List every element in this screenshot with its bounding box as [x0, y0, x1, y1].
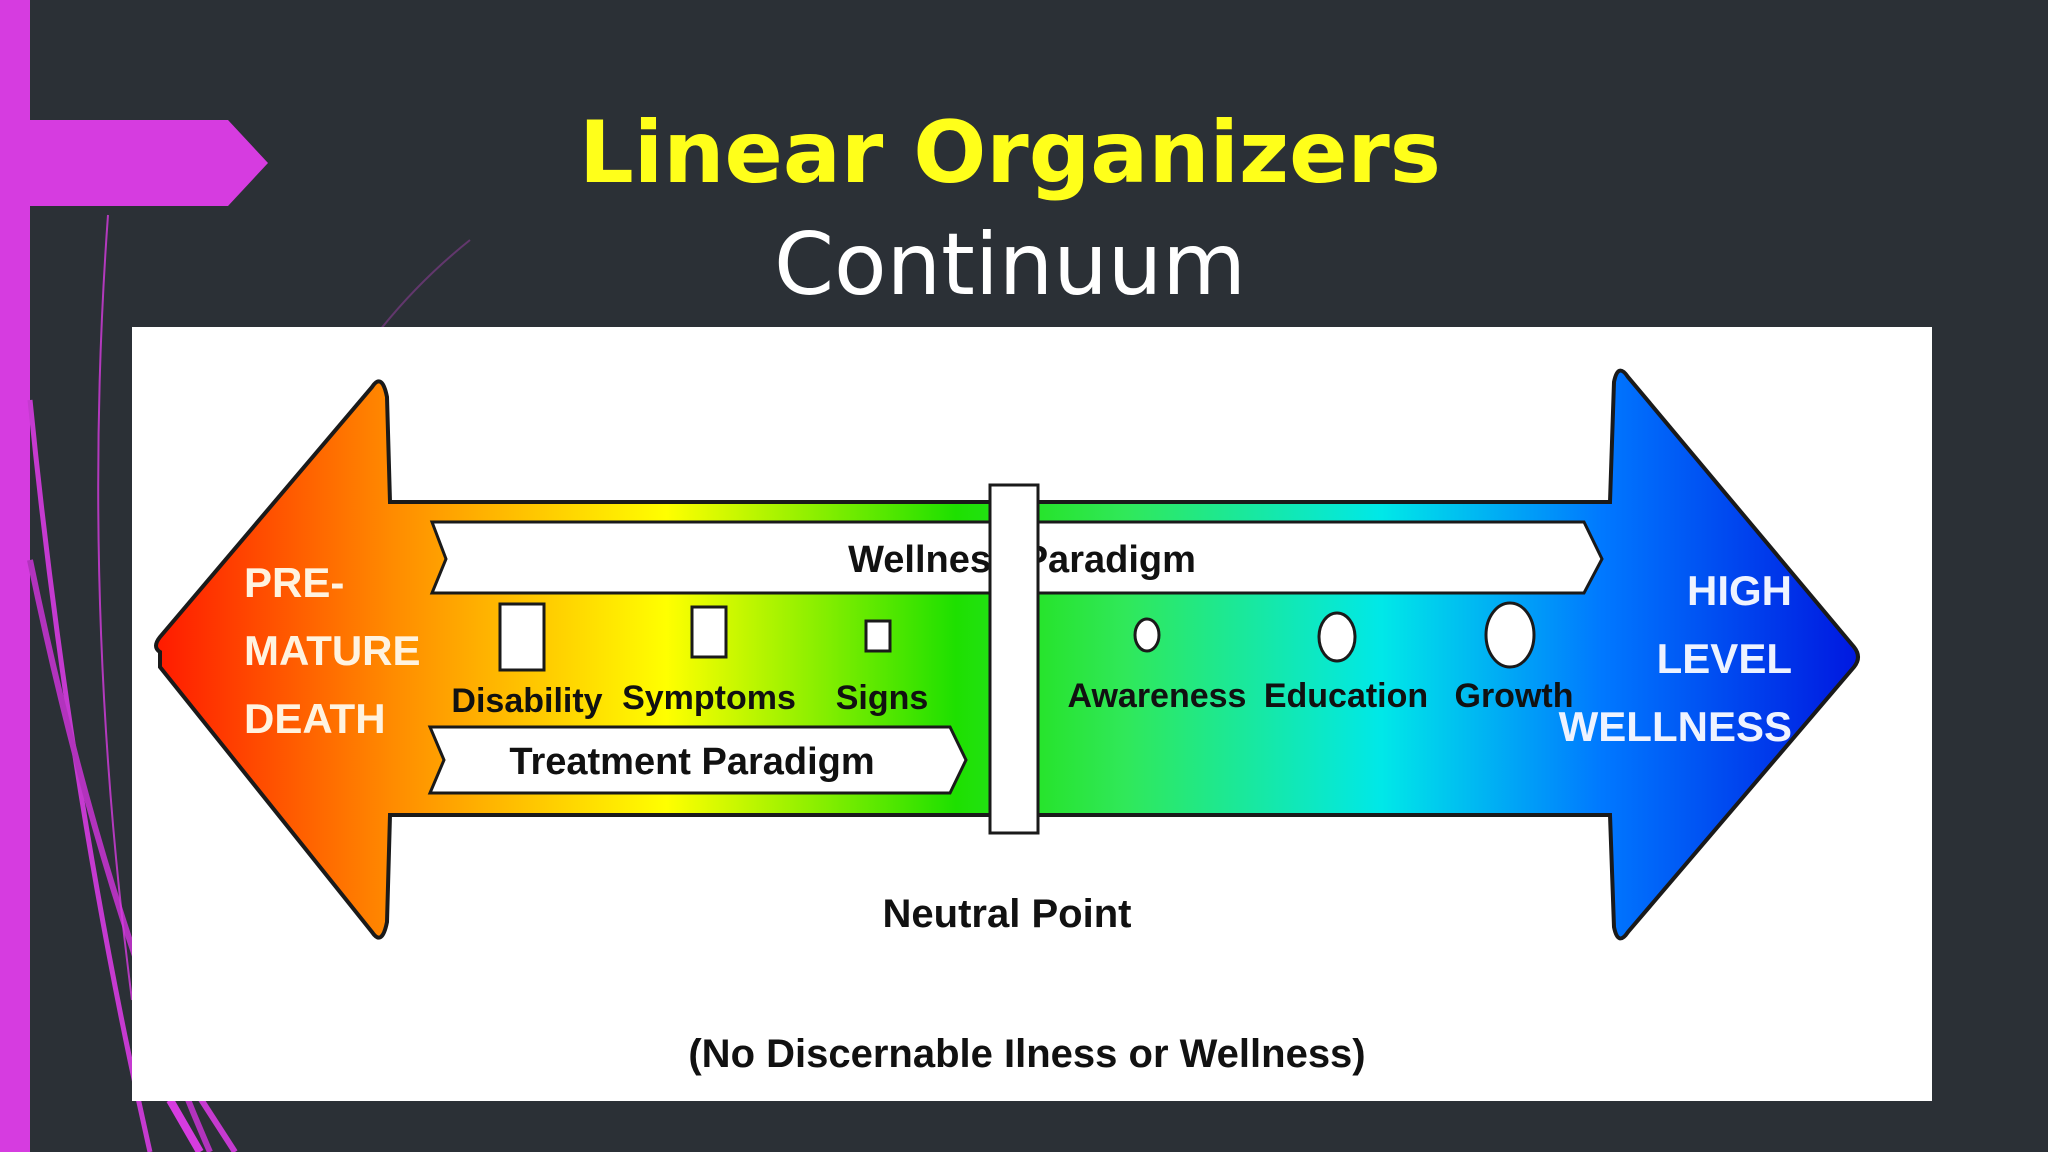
awareness-marker: [1133, 617, 1161, 653]
neutral-point-label: Neutral Point: [883, 892, 1132, 936]
continuum-diagram: Wellness Paradigm Treatment Paradigm Dis…: [154, 368, 1860, 1076]
right-end-label: LEVEL: [1657, 635, 1792, 682]
wellness-marker-label: Awareness: [1068, 677, 1247, 715]
education-marker: [1317, 611, 1357, 663]
neutral-point-note: (No Discernable Ilness or Wellness): [688, 1032, 1365, 1076]
growth-marker: [1484, 601, 1536, 669]
continuum-diagram-panel: Wellness Paradigm Treatment Paradigm Dis…: [132, 327, 1932, 1101]
illness-marker-label: Symptoms: [622, 679, 796, 717]
disability-marker: [498, 602, 546, 672]
symptoms-marker: [690, 605, 728, 659]
wellness-marker-label: Growth: [1455, 677, 1574, 715]
title-arrow-flag: [0, 120, 268, 206]
illness-marker-label: Signs: [836, 679, 929, 717]
illness-marker-label: Disability: [451, 682, 602, 720]
treatment-paradigm-label: Treatment Paradigm: [509, 741, 874, 783]
left-end-label: MATURE: [244, 627, 421, 674]
left-end-label: PRE-: [244, 559, 344, 606]
left-end-label: DEATH: [244, 695, 386, 742]
slide-title: Linear Organizers: [578, 103, 1441, 203]
signs-marker: [864, 619, 892, 653]
right-end-label: HIGH: [1687, 567, 1792, 614]
slide-subtitle: Continuum: [773, 215, 1247, 315]
treatment-paradigm-banner: [427, 725, 968, 795]
neutral-point-post: [988, 483, 1040, 835]
right-end-label: WELLNESS: [1559, 703, 1792, 750]
wellness-marker-label: Education: [1264, 677, 1428, 715]
